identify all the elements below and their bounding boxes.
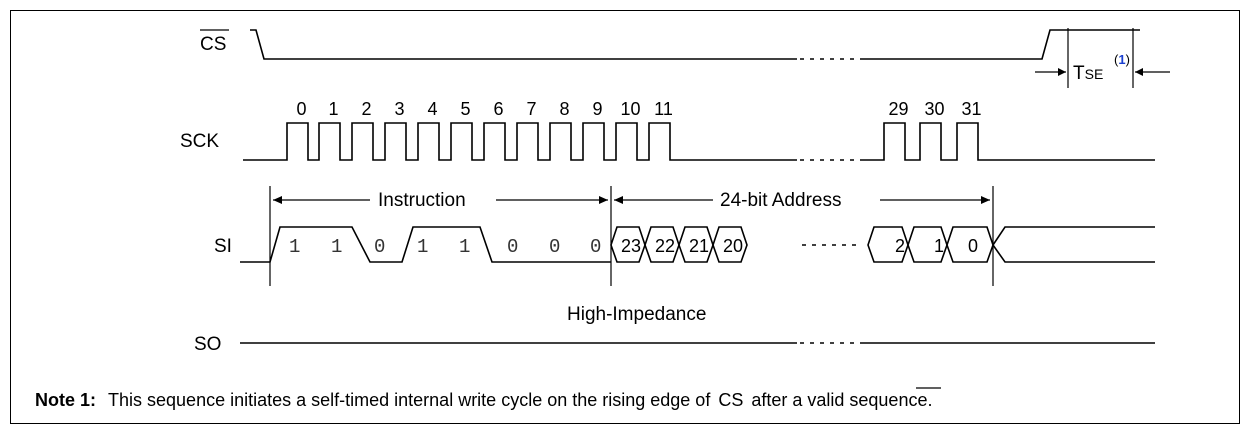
clock-number-11: 11 — [654, 99, 673, 119]
cs-waveform-end — [860, 29, 1140, 60]
address-bit-20: 20 — [723, 236, 743, 256]
clock-number-2: 2 — [361, 99, 371, 119]
sck-waveform — [243, 122, 1155, 161]
clock-number-31: 31 — [961, 99, 981, 119]
clock-number-4: 4 — [427, 99, 437, 119]
clock-number-3: 3 — [394, 99, 404, 119]
tse-arrowhead-right — [1135, 68, 1143, 76]
address-label: 24-bit Address — [720, 190, 841, 211]
instruction-bit-5: 0 — [507, 236, 518, 258]
si-instruction-waveform — [240, 226, 611, 263]
address-bit-0: 0 — [968, 236, 978, 256]
sck-label: SCK — [180, 131, 219, 152]
instruction-arrowhead-left — [273, 196, 282, 204]
clock-number-6: 6 — [493, 99, 503, 119]
clock-number-9: 9 — [592, 99, 602, 119]
note-label: Note 1: — [35, 390, 96, 410]
instruction-bit-2: 0 — [374, 236, 385, 258]
si-dont-care — [992, 226, 1155, 263]
sck-pulses-a — [243, 122, 797, 161]
so-label: SO — [194, 334, 221, 355]
instruction-bit-3: 1 — [417, 236, 428, 258]
cs-waveform — [250, 29, 797, 60]
clock-number-8: 8 — [559, 99, 569, 119]
address-bit-21: 21 — [689, 236, 709, 256]
clock-number-5: 5 — [460, 99, 470, 119]
clock-number-1: 1 — [328, 99, 338, 119]
clock-number-10: 10 — [620, 99, 640, 119]
diagram-frame — [10, 10, 1240, 424]
sck-pulses-b — [860, 122, 1155, 161]
cs-label: CS — [200, 34, 226, 55]
instruction-label: Instruction — [378, 190, 466, 211]
note-text-before: This sequence initiates a self-timed int… — [108, 390, 711, 410]
instruction-bit-6: 0 — [549, 236, 560, 258]
address-cell — [712, 226, 748, 263]
clock-number-29: 29 — [888, 99, 908, 119]
note-text-after: after a valid sequence. — [751, 390, 932, 410]
instruction-bit-7: 0 — [590, 236, 601, 258]
si-address-waveform — [610, 226, 994, 263]
address-bit-2: 2 — [895, 236, 905, 256]
high-impedance-label: High-Impedance — [567, 304, 706, 325]
instruction-bit-1: 1 — [331, 236, 342, 258]
note: Note 1: This sequence initiates a self-t… — [35, 390, 932, 410]
tse-label: TSE — [1073, 63, 1103, 84]
clock-number-0: 0 — [296, 99, 306, 119]
address-bit-22: 22 — [655, 236, 675, 256]
address-arrowhead-left — [614, 196, 623, 204]
clock-number-7: 7 — [526, 99, 536, 119]
tse-arrowhead-left — [1058, 68, 1066, 76]
sck-clock-numbers: 0 1 2 3 4 5 6 7 8 9 10 11 29 30 31 — [296, 99, 981, 119]
clock-number-30: 30 — [924, 99, 944, 119]
address-arrowhead-right — [981, 196, 990, 204]
note-cs-ref: CS — [718, 390, 743, 410]
address-bit-1: 1 — [934, 236, 944, 256]
si-label: SI — [214, 236, 232, 257]
instruction-arrowhead-right — [599, 196, 608, 204]
instruction-bit-0: 1 — [289, 236, 300, 258]
instruction-bit-4: 1 — [459, 236, 470, 258]
tse-note-ref: (1) — [1114, 52, 1130, 67]
address-bit-23: 23 — [621, 236, 641, 256]
